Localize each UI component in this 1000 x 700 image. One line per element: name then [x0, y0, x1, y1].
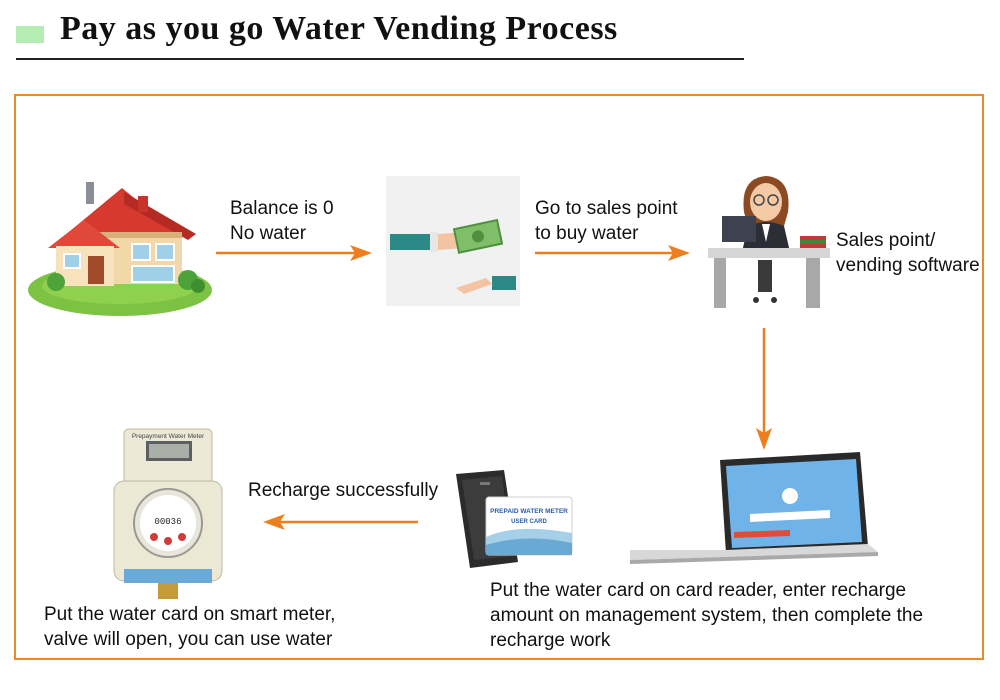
house-icon	[28, 182, 212, 316]
process-frame	[14, 94, 984, 660]
go-sales-line-1: Go to sales point	[535, 198, 678, 219]
sales-point-line-1: Sales point/	[836, 230, 936, 251]
meter-label: Prepayment Water Meter	[132, 433, 205, 440]
card-text-line-1: PREPAID WATER METER	[490, 508, 568, 515]
card-text-line-2: USER CARD	[511, 519, 547, 525]
sales-point-line-2: vending software	[836, 255, 980, 276]
card-reader-line-2: amount on management system, then comple…	[490, 605, 924, 626]
smart-meter-line-1: Put the water card on smart meter,	[44, 604, 336, 625]
card-reader-line-1: Put the water card on card reader, enter…	[490, 580, 907, 601]
smart-meter-label: Put the water card on smart meter, valve…	[44, 602, 335, 652]
card-reader-label: Put the water card on card reader, enter…	[490, 578, 923, 653]
balance-line-2: No water	[230, 223, 307, 244]
recharge-success-line-1: Recharge successfully	[248, 480, 439, 501]
arrow-reader-to-meter	[263, 514, 418, 530]
balance-label: Balance is 0 No water	[230, 196, 334, 246]
go-sales-label: Go to sales point to buy water	[535, 196, 678, 246]
laptop-icon	[630, 452, 878, 564]
go-sales-line-2: to buy water	[535, 223, 639, 244]
arrow-money-to-sales	[535, 245, 690, 261]
water-meter-icon: Prepayment Water Meter 00036	[113, 428, 223, 599]
arrow-house-to-money	[216, 245, 372, 261]
arrow-sales-to-laptop	[756, 328, 772, 450]
smart-meter-line-2: valve will open, you can use water	[44, 629, 333, 650]
water-card-icon: PREPAID WATER METER USER CARD	[485, 496, 573, 556]
meter-reading: 00036	[154, 517, 181, 527]
card-reader-line-3: recharge work	[490, 630, 611, 651]
page-title: Pay as you go Water Vending Process	[60, 10, 618, 47]
sales-point-label: Sales point/ vending software	[836, 228, 980, 278]
sales-clerk-icon	[708, 176, 830, 308]
recharge-success-label: Recharge successfully	[248, 478, 438, 503]
title-underline	[16, 58, 744, 60]
title-marker	[16, 26, 44, 43]
balance-line-1: Balance is 0	[230, 198, 334, 219]
money-exchange-icon	[386, 176, 520, 306]
